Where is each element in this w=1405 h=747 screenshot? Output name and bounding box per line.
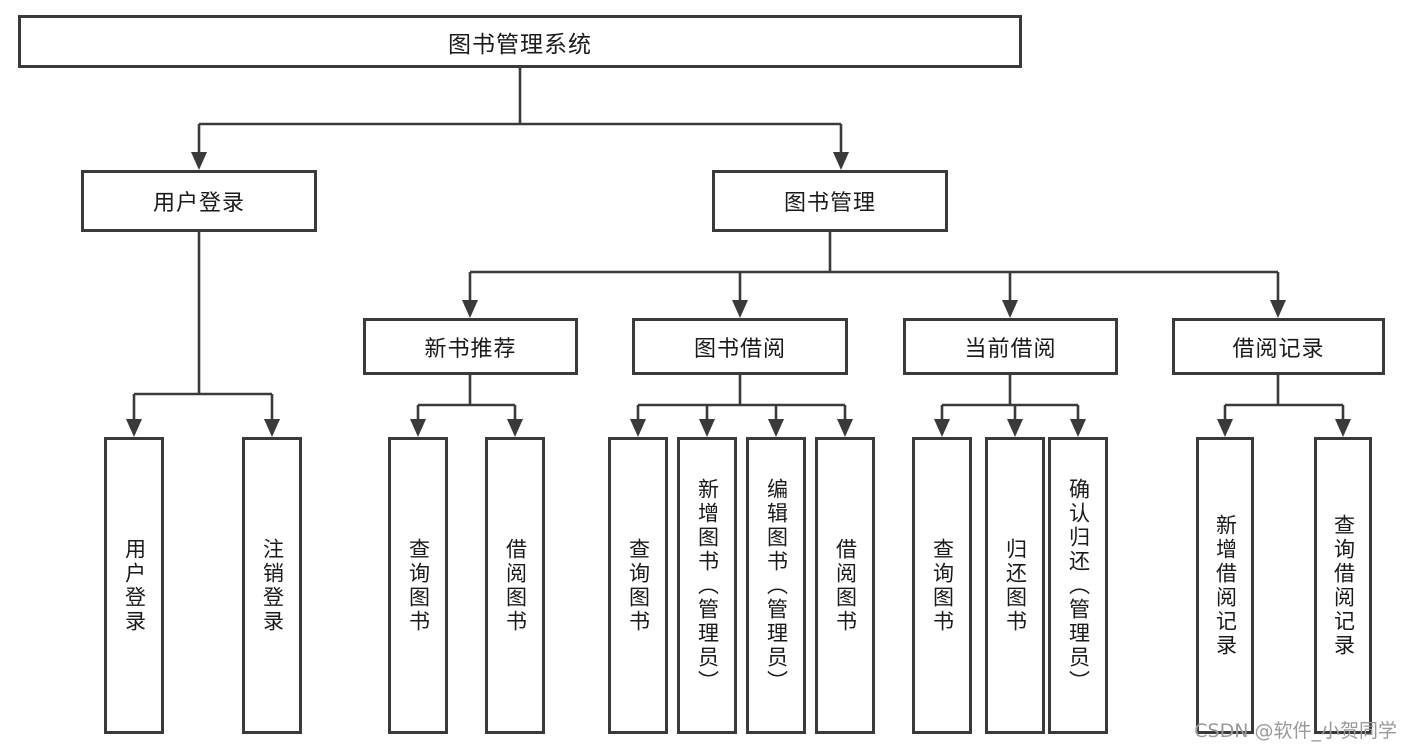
node-root-system[interactable]: 图书管理系统 (18, 15, 1022, 68)
leaf-return-book-label: 归还图书 (1003, 537, 1028, 634)
node-book-borrow[interactable]: 图书借阅 (632, 318, 848, 375)
leaf-query-book-1[interactable]: 查询图书 (388, 437, 448, 734)
leaf-borrow-book-2-label: 借阅图书 (833, 537, 858, 634)
node-user-login-label: 用户登录 (152, 191, 245, 216)
connector-bookmanage-to-level3 (462, 232, 1286, 318)
leaf-user-login-label: 用户登录 (122, 537, 147, 634)
leaf-borrow-book-1-label: 借阅图书 (503, 537, 528, 634)
leaf-confirm-return[interactable]: 确认归还（管理员） (1048, 437, 1108, 734)
node-book-manage-label: 图书管理 (783, 191, 876, 216)
leaf-query-record-label: 查询借阅记录 (1331, 513, 1356, 658)
node-borrow-record-label: 借阅记录 (1232, 336, 1325, 362)
connector-newbook-to-leaves (410, 375, 523, 437)
node-book-manage[interactable]: 图书管理 (712, 170, 948, 232)
leaf-query-book-1-label: 查询图书 (406, 537, 431, 634)
connector-currentborrow-to-leaves (934, 375, 1086, 437)
node-user-login[interactable]: 用户登录 (81, 170, 317, 232)
leaf-logout-label: 注销登录 (260, 537, 285, 634)
node-book-borrow-label: 图书借阅 (693, 336, 786, 362)
leaf-edit-book-label: 编辑图书（管理员） (764, 477, 789, 694)
node-new-book-rec[interactable]: 新书推荐 (363, 318, 578, 375)
node-current-borrow[interactable]: 当前借阅 (903, 318, 1118, 375)
leaf-query-book-2-label: 查询图书 (626, 537, 651, 634)
leaf-query-book-3[interactable]: 查询图书 (912, 437, 972, 734)
connector-userlogin-to-leaves (126, 232, 280, 437)
leaf-query-record[interactable]: 查询借阅记录 (1314, 437, 1372, 734)
leaf-query-book-3-label: 查询图书 (930, 537, 955, 634)
leaf-add-book-label: 新增图书（管理员） (695, 477, 720, 694)
leaf-return-book[interactable]: 归还图书 (985, 437, 1045, 734)
leaf-edit-book[interactable]: 编辑图书（管理员） (746, 437, 806, 734)
node-root-label: 图书管理系统 (448, 31, 592, 58)
leaf-add-book[interactable]: 新增图书（管理员） (677, 437, 737, 734)
node-current-borrow-label: 当前借阅 (964, 336, 1057, 362)
connector-root-to-level2 (191, 68, 849, 170)
node-borrow-record[interactable]: 借阅记录 (1172, 318, 1385, 375)
leaf-borrow-book-2[interactable]: 借阅图书 (815, 437, 875, 734)
connector-borrowrecord-to-leaves (1217, 375, 1351, 437)
leaf-logout[interactable]: 注销登录 (242, 437, 302, 734)
leaf-add-record-label: 新增借阅记录 (1213, 513, 1238, 658)
leaf-user-login[interactable]: 用户登录 (104, 437, 164, 734)
leaf-borrow-book-1[interactable]: 借阅图书 (485, 437, 545, 734)
connector-bookborrow-to-leaves (630, 375, 853, 437)
node-new-book-rec-label: 新书推荐 (424, 336, 517, 362)
leaf-add-record[interactable]: 新增借阅记录 (1196, 437, 1254, 734)
leaf-confirm-return-label: 确认归还（管理员） (1066, 477, 1091, 694)
leaf-query-book-2[interactable]: 查询图书 (608, 437, 668, 734)
